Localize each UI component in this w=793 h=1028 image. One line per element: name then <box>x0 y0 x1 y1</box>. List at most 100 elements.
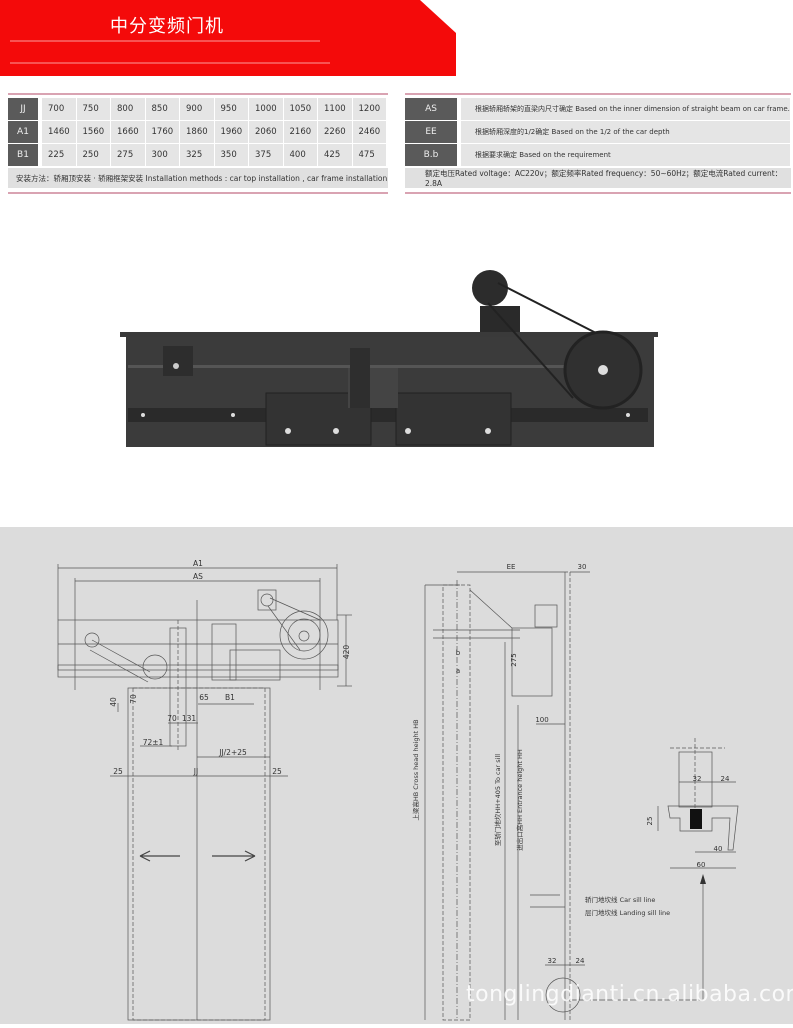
landing-sill-line-label: 层门地坎线 Landing sill line <box>585 908 670 917</box>
installation-note: 安装方法：轿厢顶安装 · 轿厢框架安装 Installation methods… <box>8 168 388 188</box>
door-operator-photo <box>120 270 658 447</box>
row-label: JJ <box>8 98 38 120</box>
definition-text: 根据轿厢轿架的直梁内尺寸确定 Based on the inner dimens… <box>461 98 790 120</box>
arrow-right-icon <box>212 850 256 862</box>
definition-text: 根据轿厢深度的1/2确定 Based on the 1/2 of the car… <box>461 121 790 143</box>
dim-25-left: 25 <box>113 767 123 776</box>
table-cell: 400 <box>283 144 317 166</box>
table-cell: 1100 <box>318 98 352 120</box>
side-view-drawing <box>424 571 590 1021</box>
car-sill-line-label: 轿门地坎线 Car sill line <box>585 895 655 904</box>
table-cell: 300 <box>145 144 179 166</box>
table-cell: 2060 <box>249 121 283 143</box>
table-cell: 1760 <box>145 121 179 143</box>
title-banner: 中分变频门机 <box>0 0 456 76</box>
front-view-labels: A1 AS 420 40 70 65 B1 70 131 72±1 JJ/2+2… <box>109 559 351 776</box>
dim-25: 25 <box>646 817 654 826</box>
table-cell: 425 <box>318 144 352 166</box>
table-cell: 2260 <box>318 121 352 143</box>
table-cell: 2460 <box>352 121 386 143</box>
dim-24: 24 <box>721 775 730 783</box>
table-cell: 800 <box>111 98 145 120</box>
technical-drawings: A1 AS 420 40 70 65 B1 70 131 72±1 JJ/2+2… <box>57 559 739 1021</box>
rail <box>128 408 648 422</box>
divider <box>8 93 388 95</box>
table-cell: 950 <box>214 98 248 120</box>
row-label: A1 <box>8 121 38 143</box>
dim-30: 30 <box>578 563 587 571</box>
dim-24: 24 <box>576 957 585 965</box>
divider <box>8 192 388 194</box>
table-cell: 1960 <box>214 121 248 143</box>
dim-jj: JJ <box>193 767 198 776</box>
dim-100: 100 <box>535 716 548 724</box>
table-cell: 1560 <box>76 121 110 143</box>
side-view-labels: EE 30 b a 275 100 上梁高HB Cross head heigh… <box>411 563 670 965</box>
dim-40: 40 <box>109 697 118 707</box>
row-label: EE <box>405 121 457 143</box>
table-cell: 275 <box>111 144 145 166</box>
banner-decoration <box>10 40 320 42</box>
dim-b: b <box>456 649 461 657</box>
divider <box>405 93 791 95</box>
table-cell: 325 <box>180 144 214 166</box>
table-cell: 900 <box>180 98 214 120</box>
car-sill-distance-label: 至轿门地坎HH+405 To car sill <box>493 754 502 846</box>
row-label: B.b <box>405 144 457 166</box>
top-beam <box>120 332 658 337</box>
page-title: 中分变频门机 <box>110 16 224 37</box>
dim-a: a <box>456 667 460 675</box>
divider <box>405 192 791 194</box>
table-cell: 750 <box>76 98 110 120</box>
arrow-up-icon <box>700 874 706 884</box>
banner-decoration <box>10 62 330 64</box>
front-view-drawing <box>57 564 352 1021</box>
right-door-hanger <box>395 392 512 446</box>
dim-72: 72±1 <box>143 738 164 747</box>
door-direction-arrows <box>139 850 256 862</box>
entrance-height-label: 进出口高HH Entrance height HH <box>515 749 524 851</box>
dim-b1: B1 <box>225 693 235 702</box>
dim-jj-half: JJ/2+25 <box>218 748 247 757</box>
dim-as: AS <box>193 572 203 581</box>
table-cell: 1860 <box>180 121 214 143</box>
dim-a1: A1 <box>193 559 203 568</box>
table-cell: 350 <box>214 144 248 166</box>
sill-slider <box>690 809 702 829</box>
idler-pulley <box>163 346 193 376</box>
dim-40: 40 <box>714 845 723 853</box>
dim-131: 131 <box>182 714 197 723</box>
dim-275: 275 <box>510 653 518 666</box>
dim-65: 65 <box>199 693 209 702</box>
electrical-rating-note: 额定电压Rated voltage：AC220v；额定频率Rated frequ… <box>405 168 791 188</box>
dim-420: 420 <box>342 645 351 660</box>
sill-detail-drawing <box>565 738 739 1001</box>
dim-32: 32 <box>693 775 702 783</box>
table-cell: 2160 <box>283 121 317 143</box>
table-cell: 700 <box>42 98 76 120</box>
technical-drawing-panel: A1 AS 420 40 70 65 B1 70 131 72±1 JJ/2+2… <box>0 527 793 1024</box>
table-cell: 1660 <box>111 121 145 143</box>
motor <box>472 270 508 306</box>
dim-70: 70 <box>129 694 138 704</box>
dim-25-right: 25 <box>272 767 282 776</box>
table-cell: 1050 <box>283 98 317 120</box>
watermark: tonglingdianti.cn.alibaba.com <box>466 982 793 1007</box>
arrow-left-icon <box>139 850 180 862</box>
table-cell: 250 <box>76 144 110 166</box>
row-label: AS <box>405 98 457 120</box>
table-cell: 850 <box>145 98 179 120</box>
definition-text: 根据要求确定 Based on the requirement <box>461 144 790 166</box>
sill-detail-labels: 32 24 25 40 60 <box>646 775 730 869</box>
cross-head-height-label: 上梁高HB Cross head height HB <box>411 719 420 820</box>
dim-70: 70 <box>167 714 177 723</box>
dim-ee: EE <box>507 563 516 571</box>
